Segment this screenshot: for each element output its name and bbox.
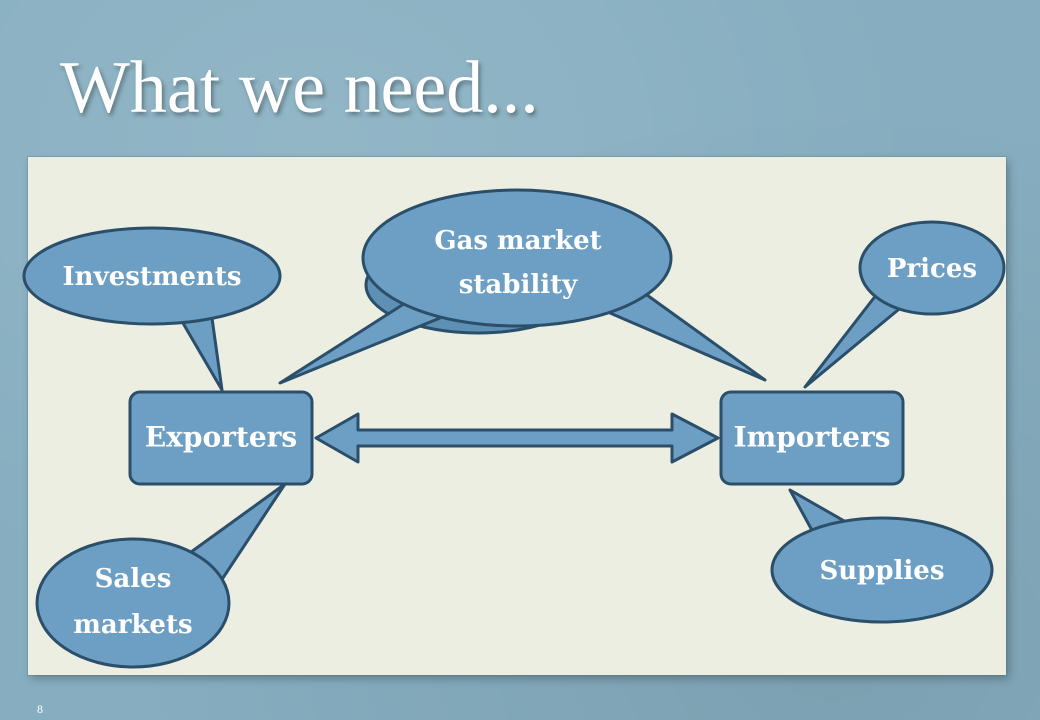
investments-bubble: [22, 226, 282, 326]
gas-market-bubble: [361, 188, 673, 328]
trade-arrow: [314, 412, 720, 464]
importers-box: [719, 390, 905, 486]
callout-sales-markets: Sales markets: [35, 482, 287, 669]
double-arrow-icon: [314, 412, 720, 464]
callout-prices: Prices: [803, 220, 1006, 389]
gas-market-pointer-left: [278, 298, 442, 385]
supplies-bubble: [770, 516, 994, 624]
page-number: 8: [37, 702, 43, 716]
callout-gas-market: Gas market stability: [278, 188, 767, 385]
investments-label: Investments: [63, 262, 242, 292]
callout-supplies: Supplies: [770, 488, 994, 624]
exporters-box: [128, 390, 314, 486]
sales-markets-bubble: [35, 537, 231, 669]
callout-investments: Investments: [22, 226, 282, 392]
prices-bubble: [858, 220, 1006, 316]
investments-pointer: [178, 316, 224, 392]
gas-market-label-line1: Gas market: [434, 226, 601, 256]
gas-market-label-line2: stability: [459, 270, 578, 300]
exporters-label: Exporters: [145, 421, 297, 454]
importers-node: Importers: [719, 390, 905, 486]
supplies-label: Supplies: [820, 556, 945, 586]
slide-title: What we need...: [60, 47, 539, 129]
prices-label: Prices: [887, 254, 977, 284]
importers-label: Importers: [734, 421, 891, 454]
sales-markets-label-line1: Sales: [95, 564, 172, 594]
exporters-node: Exporters: [128, 390, 314, 486]
sales-markets-label-line2: markets: [73, 610, 192, 640]
